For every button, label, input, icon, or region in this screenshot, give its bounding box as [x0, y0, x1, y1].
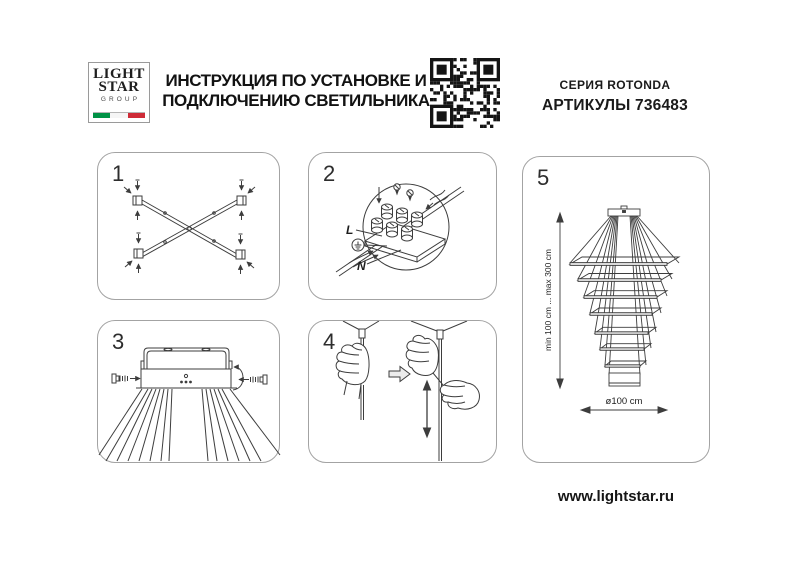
flag-white [110, 113, 128, 118]
step-3-panel: 3 [97, 320, 281, 463]
logo-word-group: GROUP [100, 96, 141, 103]
screw-icon [393, 183, 414, 202]
hand-gripping-cable [335, 342, 370, 400]
step-5-panel: 5 [522, 156, 710, 463]
hand-holding-connector [405, 334, 444, 386]
title-line-2: ПОДКЛЮЧЕНИЮ СВЕТИЛЬНИКА [162, 91, 430, 110]
title-line-1: ИНСТРУКЦИЯ ПО УСТАНОВКЕ И [165, 71, 427, 90]
qr-code-icon [430, 58, 500, 128]
product-info: СЕРИЯ ROTONDA АРТИКУЛЫ 736483 [505, 78, 725, 115]
website-url: www.lightstar.ru [557, 488, 675, 505]
series-name: СЕРИЯ ROTONDA [559, 78, 671, 92]
page-title: ИНСТРУКЦИЯ ПО УСТАНОВКЕ И ПОДКЛЮЧЕНИЮ СВ… [162, 71, 430, 111]
step-2-number: 2 [323, 161, 336, 186]
ground-symbol-icon [351, 238, 365, 252]
diameter-dimension-arrow [579, 406, 669, 414]
up-down-arrow-icon [422, 379, 432, 439]
chandelier-rings [568, 256, 681, 387]
height-adjustment-diagram [335, 321, 480, 461]
italian-flag-icon [93, 112, 145, 118]
flag-red [127, 113, 145, 118]
cross-mount-diagram [123, 179, 256, 274]
diameter-label: ø100 cm [606, 396, 643, 407]
terminal-block [371, 203, 423, 242]
rotate-arrow-icon [232, 364, 244, 391]
step-1-number: 1 [112, 161, 125, 186]
screw-right-icon [238, 374, 268, 385]
step-4-panel: 4 [308, 320, 497, 463]
flag-green [93, 113, 111, 118]
chandelier-dimensions-diagram: min 100 cm ... max 300 cm ø100 cm [543, 205, 681, 414]
ceiling-mount-diagram [98, 347, 281, 462]
wiring-terminal-diagram: L N [335, 183, 465, 277]
logo-word-light: LIGHT [93, 66, 145, 82]
neutral-terminal-label: N [357, 259, 366, 273]
hand-pulling-cable [439, 380, 480, 410]
step-2-panel: 2 [308, 152, 497, 300]
step-5-number: 5 [537, 165, 550, 190]
article-number: АРТИКУЛЫ 736483 [542, 97, 688, 114]
height-range-label: min 100 cm ... max 300 cm [543, 249, 553, 351]
live-terminal-label: L [346, 223, 353, 237]
step-3-number: 3 [112, 329, 125, 354]
logo-word-star: STAR [98, 79, 140, 95]
hanging-wires [98, 388, 281, 462]
step-1-panel: 1 [97, 152, 280, 300]
screw-left-icon [111, 373, 141, 384]
lightstar-logo: LIGHT STAR GROUP [88, 62, 150, 123]
magnifier-circle [362, 183, 450, 271]
height-dimension-arrow [556, 211, 564, 390]
step-4-number: 4 [323, 329, 336, 354]
arrow-right-icon [388, 365, 411, 383]
